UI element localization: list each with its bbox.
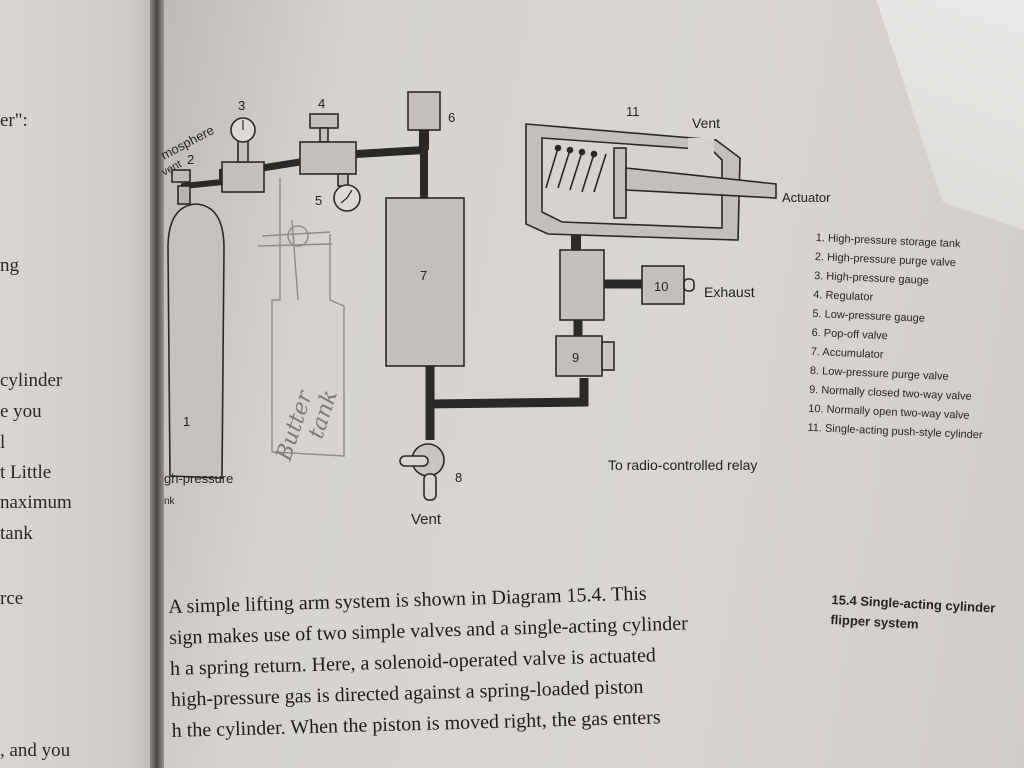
gauge-3-stem [237,139,249,163]
left-fragment: t Little [0,462,52,483]
number-8: 8 [455,470,462,485]
left-fragment: e you [0,401,42,422]
number-9: 9 [572,350,579,365]
high-pressure-tank [167,203,225,479]
left-fragment: er": [0,110,28,131]
label-vent-bottom: Vent [411,511,442,528]
number-5: 5 [315,193,322,208]
pipe-to-regulator [261,158,301,172]
label-high-pressure: gh-pressure [164,471,233,486]
number-3: 3 [238,98,245,113]
left-fragment: rce [0,588,24,609]
purge-valve-2 [171,169,191,183]
accumulator [385,197,465,367]
gauge-3-body [221,161,265,193]
left-fragment: cylinder [0,370,63,391]
valve-10 [641,265,685,305]
label-relay: To radio-controlled relay [608,457,757,473]
valve-manifold [559,249,605,321]
number-2: 2 [187,152,194,167]
label-exhaust: Exhaust [704,284,755,300]
tank-valve-stem [177,185,191,205]
left-fragment: naximum [0,492,72,513]
cylinder-vent-gap [688,138,714,158]
label-vent-top: Vent [692,115,720,131]
body-paragraph: A simple lifting arm system is shown in … [168,578,822,751]
label-actuator: Actuator [782,190,831,205]
number-11: 11 [626,104,640,119]
number-7: 7 [420,268,427,283]
left-fragment: tank [0,523,33,544]
label-tank-fragment: nk [164,496,176,507]
number-10: 10 [654,279,668,294]
actuator-rod [625,167,777,199]
left-page [0,0,162,768]
number-1: 1 [183,414,190,429]
number-6: 6 [448,110,455,125]
regulator-body [299,141,357,175]
regulator-knob [309,113,339,129]
pipe-regulator-to-accumulator [355,145,428,198]
cylinder-piston [613,147,627,219]
left-fragment: , and you [0,740,71,761]
valve-10-exhaust-port [683,278,695,292]
regulator-stem [319,127,329,143]
valve-9-solenoid [601,341,615,371]
book-spine [150,0,164,768]
purge-valve-8-outlet [423,473,437,501]
pop-off-valve [407,91,441,131]
right-page [158,0,1024,768]
purge-valve-8-handle [399,455,429,467]
gauge-5-stem [337,173,349,187]
butter-tank-sketch [257,178,345,457]
left-fragment: l [0,432,6,453]
component-legend: 1. High-pressure storage tank 2. High-pr… [807,232,991,448]
cylinder-spring [545,147,607,193]
left-fragment: ng [0,255,19,276]
number-4: 4 [318,96,325,111]
